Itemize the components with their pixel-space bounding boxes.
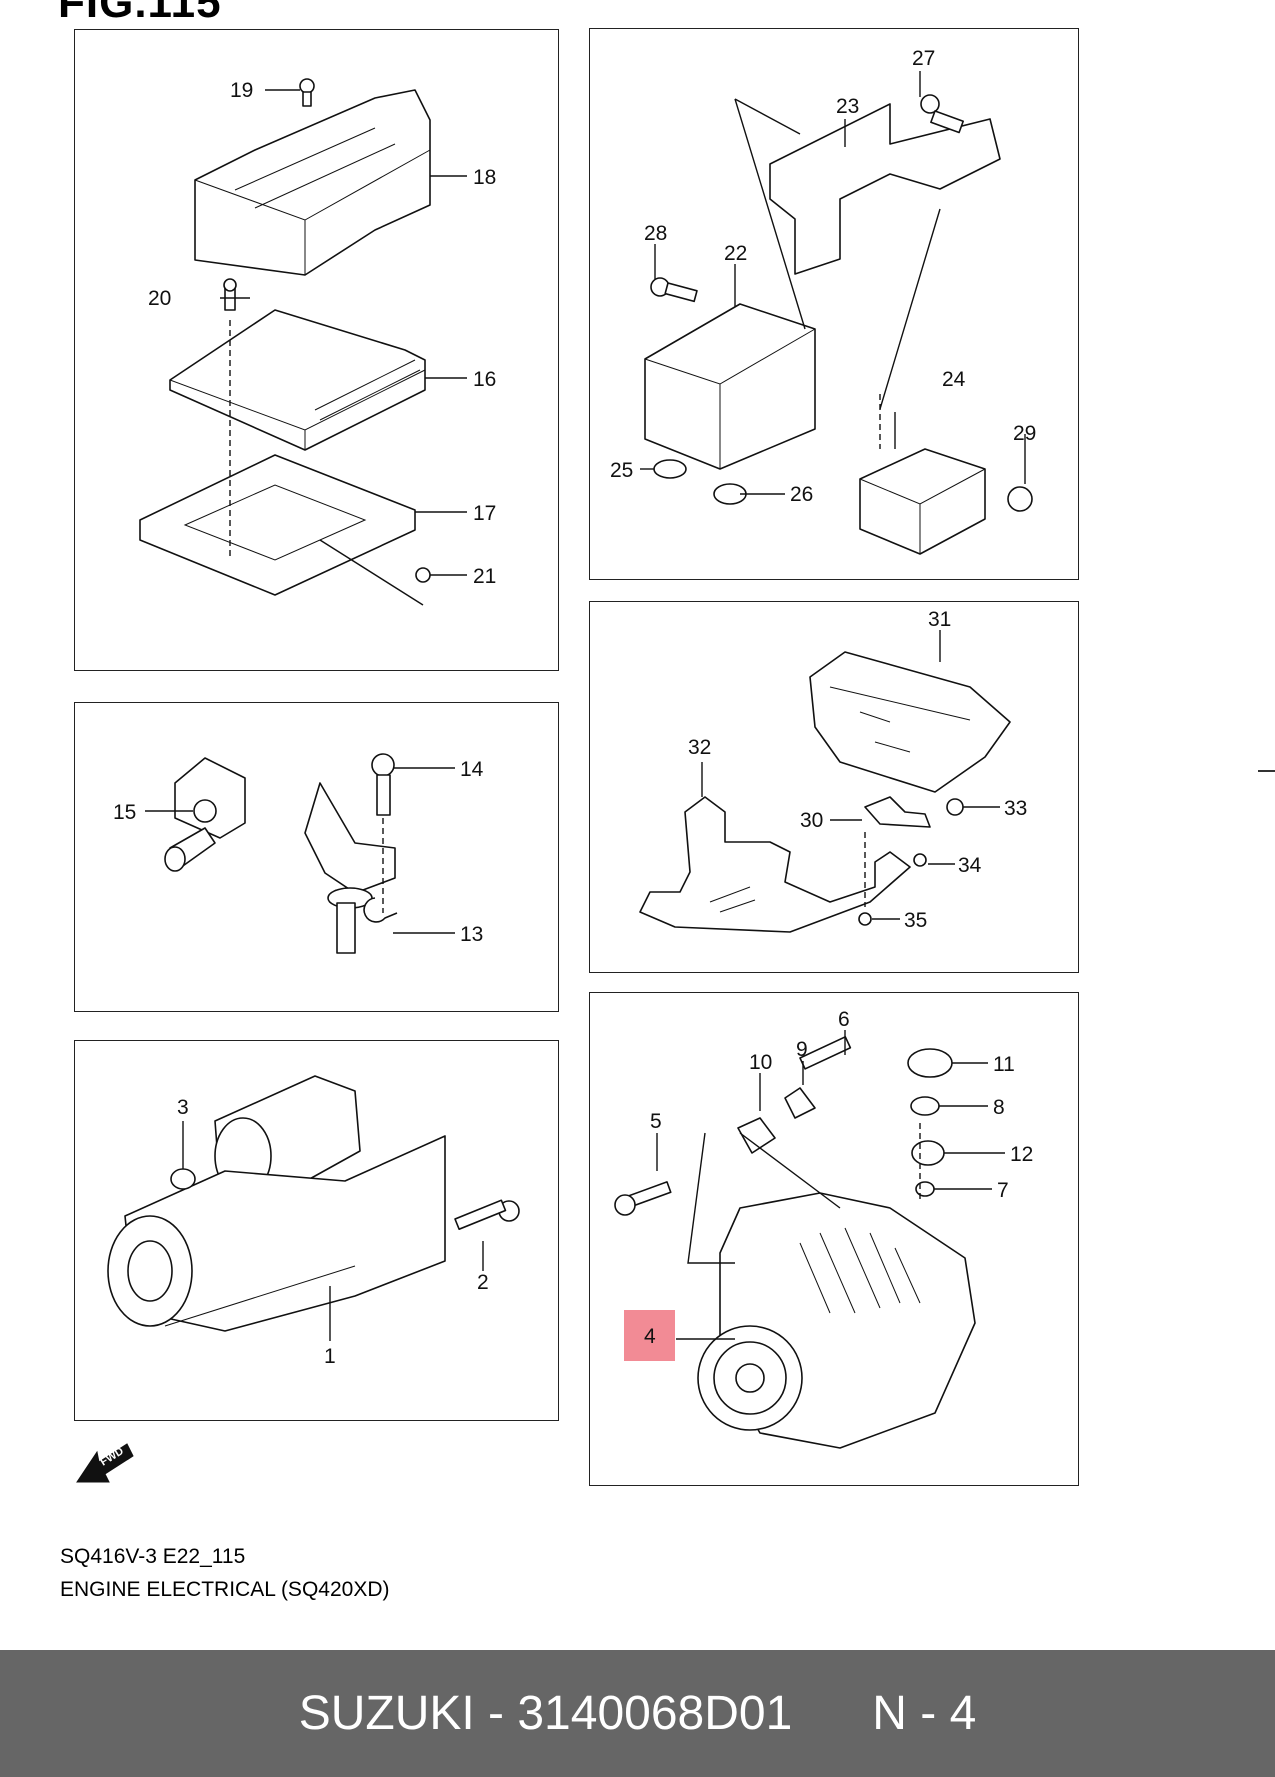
section-title: ENGINE ELECTRICAL (SQ420XD) — [60, 1578, 390, 1601]
callout-18: 18 — [473, 166, 496, 189]
callout-24: 24 — [942, 368, 966, 391]
callout-25: 25 — [610, 459, 633, 482]
callout-6: 6 — [838, 1008, 850, 1031]
shield-drawing: 31 32 30 33 34 35 — [639, 608, 1027, 933]
callout-12: 12 — [1010, 1143, 1033, 1166]
figure-title: FIG.115 — [58, 0, 222, 27]
relay-drawing: 27 23 28 22 24 29 25 26 — [610, 47, 1036, 555]
ecm-drawing: 19 18 20 16 17 21 — [139, 78, 496, 606]
callout-33: 33 — [1004, 797, 1027, 820]
callout-14: 14 — [460, 758, 484, 781]
callout-7: 7 — [997, 1179, 1009, 1202]
callout-1: 1 — [324, 1345, 336, 1368]
callout-3: 3 — [177, 1096, 189, 1119]
callout-30: 30 — [800, 809, 823, 832]
callout-10: 10 — [749, 1051, 772, 1074]
callout-15: 15 — [113, 801, 136, 824]
callout-22: 22 — [724, 242, 747, 265]
footer-brand: SUZUKI — [298, 1687, 475, 1740]
alternator-drawing: 5 10 9 6 11 8 12 7 — [614, 1008, 1033, 1449]
sensor-15 — [174, 757, 246, 839]
relay-unit — [859, 448, 986, 555]
ecm-cover — [194, 89, 431, 276]
callout-29: 29 — [1013, 422, 1036, 445]
panel-sensor: 15 14 13 — [74, 702, 559, 1012]
callout-20: 20 — [148, 287, 171, 310]
panel-ecm: 19 18 20 16 17 21 — [74, 29, 559, 671]
callout-5: 5 — [650, 1110, 662, 1133]
edge-marker — [1258, 770, 1275, 772]
callout-31: 31 — [928, 608, 951, 631]
callout-2: 2 — [477, 1271, 489, 1294]
starter-drawing: 3 2 1 — [107, 1075, 520, 1368]
footer-bar: SUZUKI - 3140068D01 N - 4 — [0, 1650, 1275, 1777]
callout-19: 19 — [230, 79, 253, 102]
callout-32: 32 — [688, 736, 711, 759]
highlighted-callout-4[interactable]: 4 — [624, 1310, 675, 1361]
callout-17: 17 — [473, 502, 496, 525]
callout-23: 23 — [836, 95, 859, 118]
sensor-13 — [304, 782, 396, 894]
callout-26: 26 — [790, 483, 813, 506]
panel-shield: 31 32 30 33 34 35 — [589, 601, 1079, 973]
panel-alternator: 5 10 9 6 11 8 12 7 — [589, 992, 1079, 1486]
callout-9: 9 — [796, 1038, 808, 1061]
callout-34: 34 — [958, 854, 982, 877]
callout-11: 11 — [993, 1053, 1015, 1076]
ecm-bracket — [139, 454, 416, 596]
callout-16: 16 — [473, 368, 496, 391]
footer-part-number: 3140068D01 — [517, 1687, 793, 1740]
callout-35: 35 — [904, 909, 927, 932]
fuse-box — [644, 303, 816, 470]
relay-bracket — [769, 103, 1001, 275]
ecm-unit — [169, 309, 426, 451]
panel-relay-box: 27 23 28 22 24 29 25 26 — [589, 28, 1079, 580]
panel-starter: 3 2 1 — [74, 1040, 559, 1421]
callout-8: 8 — [993, 1096, 1005, 1119]
fwd-arrow-icon: FWD — [75, 1440, 135, 1490]
diagram-code: SQ416V-3 E22_115 — [60, 1545, 246, 1568]
footer-separator: - — [474, 1687, 518, 1740]
footer-position: N - 4 — [872, 1687, 977, 1740]
footer-gap — [792, 1686, 872, 1741]
highlight-svg: 4 — [644, 1325, 656, 1348]
bracket-32 — [639, 796, 911, 933]
callout-13: 13 — [460, 923, 483, 946]
callout-28: 28 — [644, 222, 667, 245]
heat-shield — [809, 651, 1011, 793]
callout-21: 21 — [473, 565, 496, 588]
callout-27: 27 — [912, 47, 935, 70]
callout-4: 4 — [644, 1325, 656, 1348]
sensor-drawing: 15 14 13 — [113, 753, 484, 954]
